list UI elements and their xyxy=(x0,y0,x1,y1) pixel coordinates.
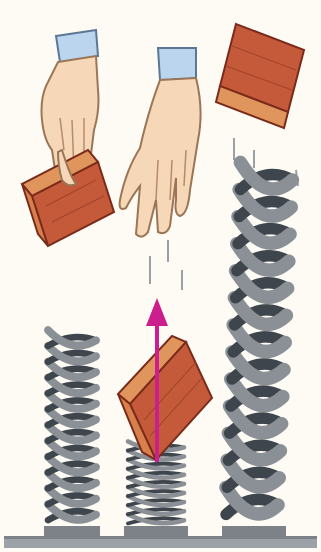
right-brick-launched xyxy=(216,24,304,128)
arrow-head xyxy=(146,298,168,326)
middle-hand xyxy=(120,78,201,237)
spring-middle-base xyxy=(124,526,188,536)
middle-hand-released xyxy=(120,48,201,237)
ground-shadow xyxy=(4,536,317,539)
spring-right-extended xyxy=(222,162,292,536)
middle-cuff xyxy=(158,48,196,80)
left-brick xyxy=(22,150,114,246)
spring-right-base xyxy=(222,526,286,536)
spring-left-relaxed xyxy=(44,330,100,536)
spring-left-base xyxy=(44,526,100,536)
